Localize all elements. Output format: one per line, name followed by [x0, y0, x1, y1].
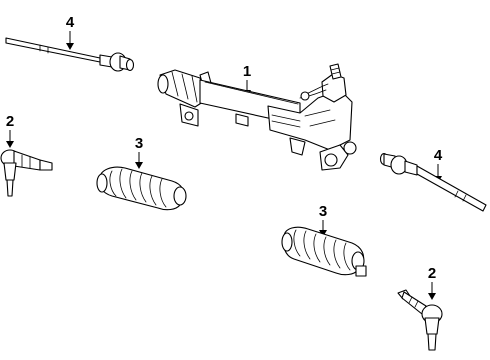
callout-2-left: 2 [6, 113, 14, 148]
outer-tie-rod-end-left [0, 149, 53, 197]
steering-rack-assembly [157, 63, 357, 171]
inner-tie-rod-left [5, 37, 135, 72]
callout-number: 3 [319, 203, 327, 220]
callout-number: 2 [6, 113, 14, 130]
callout-3-right: 3 [319, 203, 327, 237]
callout-number: 4 [434, 147, 443, 164]
callout-4-left: 4 [66, 14, 75, 50]
inner-tie-rod-right [379, 152, 487, 212]
callout-2-right: 2 [428, 265, 436, 300]
outer-tie-rod-end-right [397, 289, 443, 351]
rack-boot-left [96, 166, 187, 211]
callout-number: 1 [243, 63, 251, 80]
callout-number: 4 [66, 14, 75, 31]
callout-3-left: 3 [135, 135, 143, 169]
callout-number: 3 [135, 135, 143, 152]
callout-number: 2 [428, 265, 436, 282]
rack-boot-right [281, 226, 367, 277]
